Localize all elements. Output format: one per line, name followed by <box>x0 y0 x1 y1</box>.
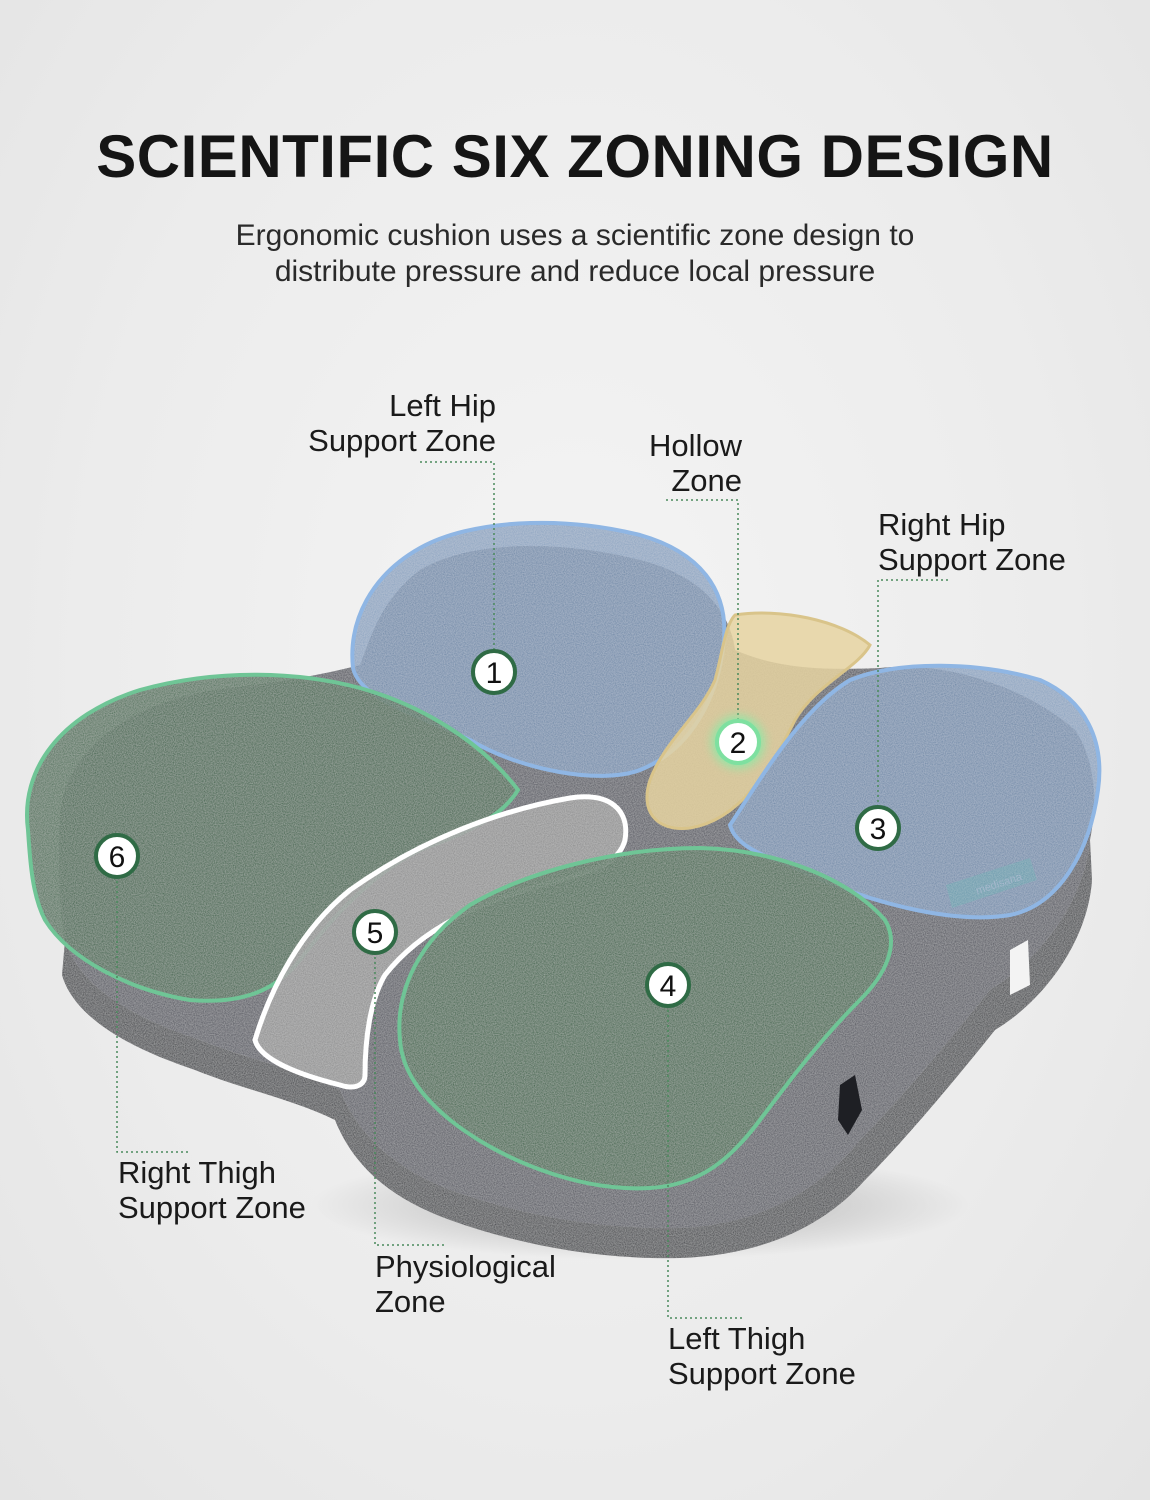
svg-text:5: 5 <box>367 917 384 950</box>
marker-4[interactable]: 4 <box>645 962 691 1008</box>
zone-4-label: Left Thigh Support Zone <box>668 1321 968 1391</box>
zone-1-label: Left Hip Support Zone <box>200 388 496 458</box>
care-label <box>1010 940 1030 995</box>
zone-1-label-line1: Left Hip <box>389 388 496 423</box>
zone-4-label-line2: Support Zone <box>668 1356 856 1391</box>
leader-lines <box>116 461 948 1319</box>
svg-text:1: 1 <box>486 657 503 690</box>
page-title: SCIENTIFIC SIX ZONING DESIGN <box>96 123 1054 190</box>
marker-3[interactable]: 3 <box>855 805 901 851</box>
zone-6-label-line2: Support Zone <box>118 1190 306 1225</box>
zone-5-label-line1: Physiological <box>375 1249 556 1284</box>
zone-2-label-line2: Zone <box>671 463 742 498</box>
zone-5-label-line2: Zone <box>375 1284 446 1319</box>
marker-1[interactable]: 1 <box>471 649 517 695</box>
zipper-pull-icon <box>838 1075 862 1135</box>
zone-3-label: Right Hip Support Zone <box>878 507 1140 577</box>
zone-6-label: Right Thigh Support Zone <box>118 1155 418 1225</box>
leader-line-5 <box>374 952 446 1246</box>
svg-text:4: 4 <box>660 970 677 1003</box>
zone-5-label: Physiological Zone <box>375 1249 675 1319</box>
marker-2[interactable]: 2 <box>715 719 761 765</box>
zone-3-label-line1: Right Hip <box>878 507 1006 542</box>
marker-6[interactable]: 6 <box>94 833 140 879</box>
zone-2-label-line1: Hollow <box>648 428 742 463</box>
svg-text:3: 3 <box>870 813 887 846</box>
svg-text:6: 6 <box>109 841 126 874</box>
subtitle-line-2: distribute pressure and reduce local pre… <box>274 255 876 288</box>
leader-line-2 <box>666 499 739 720</box>
page-subtitle: Ergonomic cushion uses a scientific zone… <box>0 218 1150 290</box>
svg-text:2: 2 <box>730 727 747 760</box>
subtitle-line-1: Ergonomic cushion uses a scientific zone… <box>235 219 915 252</box>
leader-line-3 <box>877 579 948 805</box>
zone-3-label-line2: Support Zone <box>878 542 1066 577</box>
zone-4-shape <box>397 845 893 1191</box>
zone-4-label-line1: Left Thigh <box>668 1321 806 1356</box>
marker-5[interactable]: 5 <box>352 909 398 955</box>
zone-6-label-line1: Right Thigh <box>118 1155 276 1190</box>
zone-2-shape <box>645 611 872 830</box>
leader-line-6 <box>116 876 190 1153</box>
zone-2-label: Hollow Zone <box>540 428 742 498</box>
zone-markers: 1 2 3 4 5 6 <box>94 649 901 1008</box>
zone-1-label-line2: Support Zone <box>308 423 496 458</box>
